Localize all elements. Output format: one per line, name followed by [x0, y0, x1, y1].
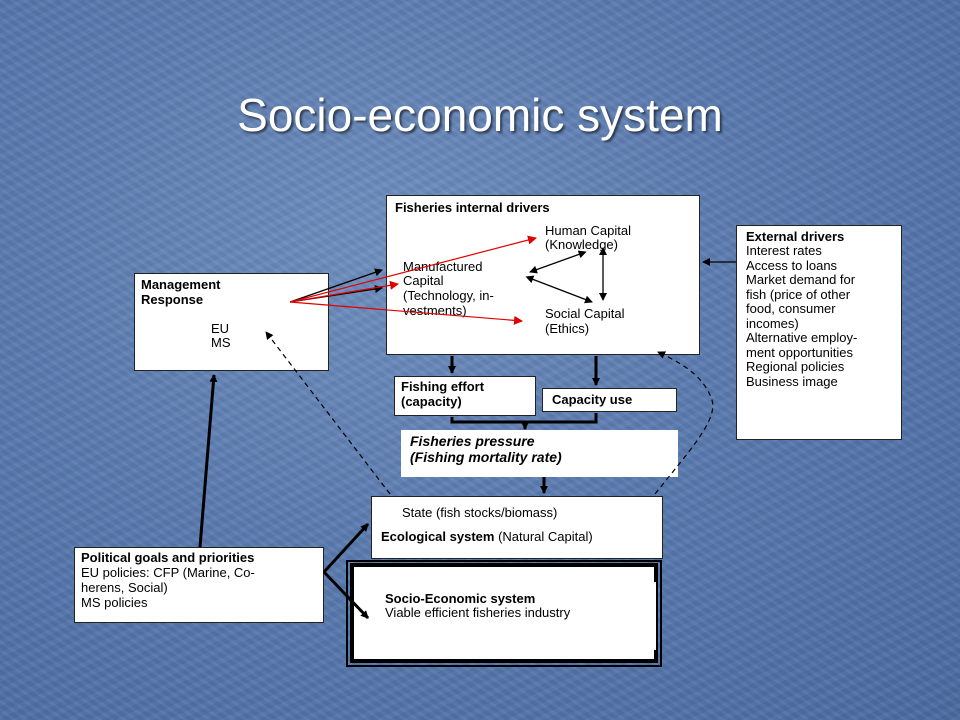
- external-line: fish (price of other: [746, 286, 851, 302]
- manufactured-capital-line-3: (Technology, in-: [403, 288, 494, 303]
- manufactured-capital-line-2: Capital: [403, 273, 444, 288]
- political-line: EU policies: CFP (Marine, Co-: [81, 565, 255, 580]
- political-goals-heading: Political goals and priorities: [81, 550, 255, 565]
- natural-capital-text: (Natural Capital): [494, 529, 593, 544]
- external-line: Business image: [746, 373, 838, 389]
- ecological-state-label: State (fish stocks/biomass): [402, 505, 558, 520]
- socio-economic-line: Viable efficient fisheries industry: [385, 605, 571, 620]
- social-capital-line-1: Social Capital: [545, 306, 625, 321]
- internal-drivers-heading: Fisheries internal drivers: [395, 200, 550, 215]
- management-response-box: Management Response EU MS: [134, 273, 329, 371]
- external-line: Regional policies: [746, 359, 845, 374]
- external-drivers-heading: External drivers: [746, 229, 845, 244]
- political-goals-box: Political goals and priorities EU polici…: [74, 547, 324, 623]
- ecological-system-box: State (fish stocks/biomass) Ecological s…: [371, 496, 663, 559]
- ecological-system-label: Ecological system (Natural Capital): [381, 529, 593, 545]
- fisheries-pressure-line-2: (Fishing mortality rate): [410, 449, 562, 465]
- manufactured-capital-line-4: vestments): [403, 303, 467, 318]
- fisheries-pressure-line-1: Fisheries pressure: [410, 433, 535, 449]
- external-line: Market demand for: [746, 272, 856, 287]
- socio-economic-box: Socio-Economic system Viable efficient f…: [372, 582, 656, 650]
- management-item-ms: MS: [211, 335, 231, 350]
- external-drivers-box: External drivers Interest rates Access t…: [736, 225, 902, 440]
- external-line: Access to loans: [746, 257, 838, 273]
- ecological-system-name: Ecological system: [381, 529, 495, 544]
- fisheries-pressure-box: Fisheries pressure (Fishing mortality ra…: [401, 430, 678, 477]
- capacity-use-box: Capacity use: [542, 388, 677, 412]
- external-line: food, consumer: [746, 301, 836, 316]
- political-line: herens, Social): [81, 580, 168, 595]
- management-heading-line-1: Management: [141, 277, 221, 292]
- human-capital-line-2: (Knowledge): [545, 237, 618, 252]
- fishing-effort-box: Fishing effort (capacity): [394, 376, 536, 416]
- external-line: Alternative employ-: [746, 330, 858, 345]
- fishing-effort-line-2: (capacity): [401, 394, 462, 409]
- internal-drivers-box: Fisheries internal drivers Human Capital…: [386, 195, 700, 355]
- fishing-effort-line-1: Fishing effort: [401, 379, 485, 394]
- page-title: Socio-economic system: [237, 89, 723, 141]
- management-item-eu: EU: [211, 321, 230, 336]
- political-line: MS policies: [81, 595, 148, 610]
- capacity-use-label: Capacity use: [552, 392, 633, 407]
- management-heading-line-2: Response: [141, 292, 204, 307]
- external-line: incomes): [746, 315, 799, 331]
- socio-economic-heading: Socio-Economic system: [385, 591, 536, 606]
- social-capital-line-2: (Ethics): [545, 321, 590, 336]
- external-line: Interest rates: [746, 243, 822, 258]
- external-line: ment opportunities: [746, 344, 853, 360]
- human-capital-line-1: Human Capital: [545, 223, 631, 238]
